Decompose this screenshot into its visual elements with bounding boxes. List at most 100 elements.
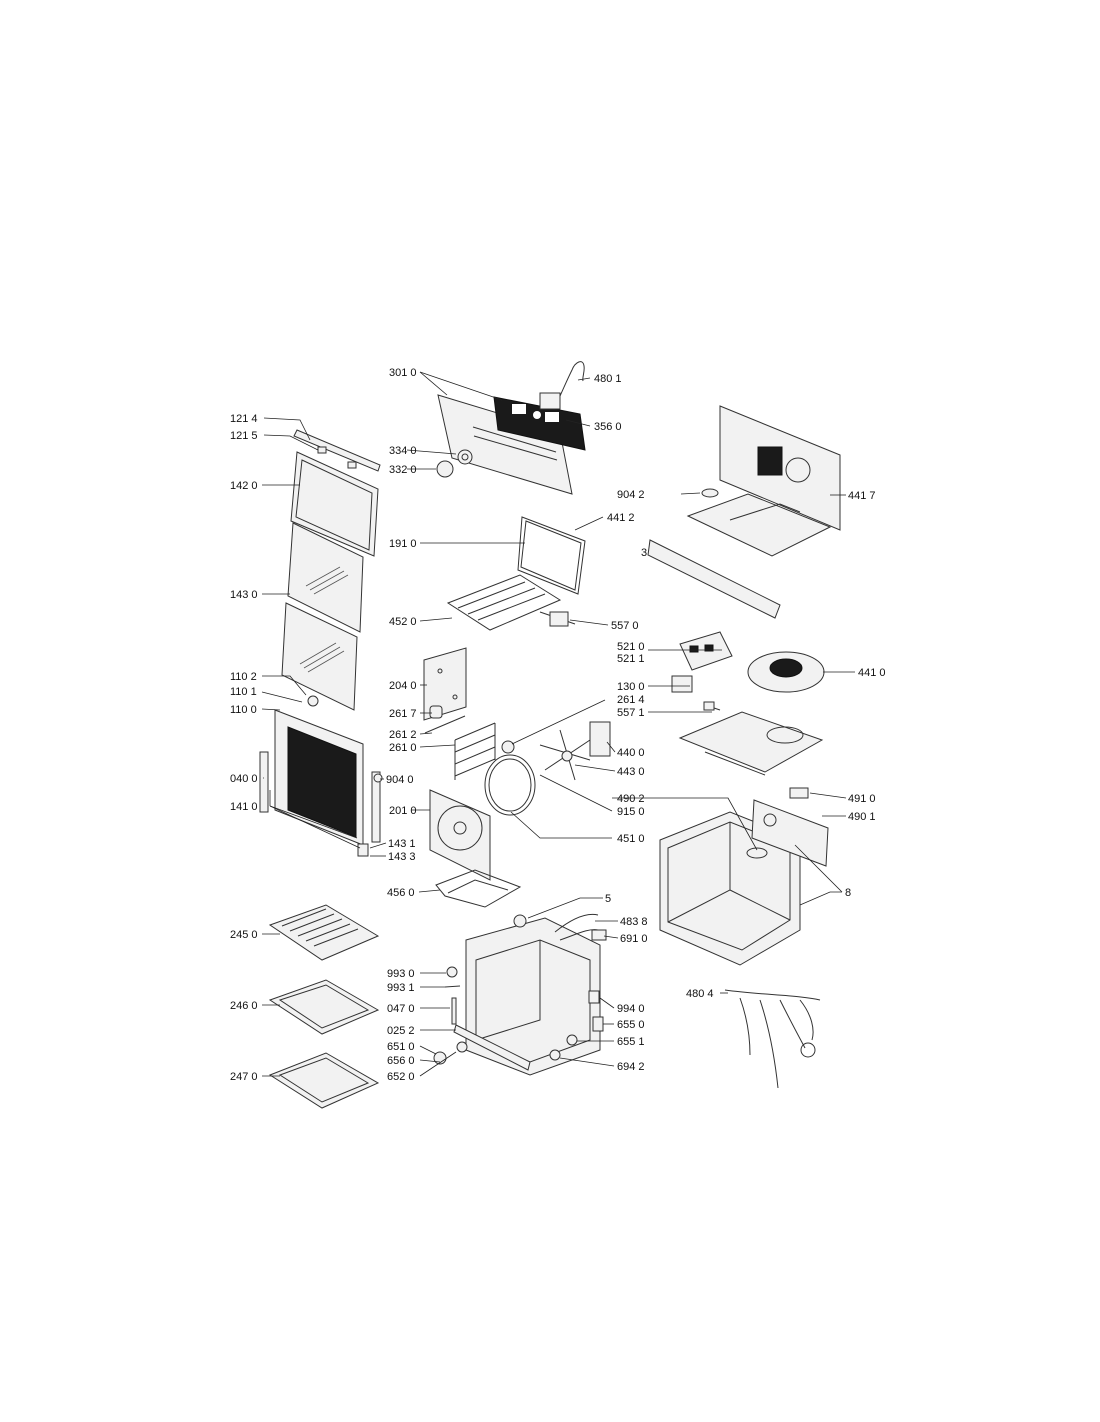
thermostat-part	[501, 740, 515, 754]
label-6910: 691 0	[620, 933, 648, 945]
label-2610: 261 0	[389, 742, 417, 754]
label-9940: 994 0	[617, 1003, 645, 1015]
leader-lines	[261, 371, 855, 1077]
label-3010: 301 0	[389, 367, 417, 379]
label-2460: 246 0	[230, 1000, 258, 1012]
label-4417: 441 7	[848, 490, 876, 502]
label-9930: 993 0	[387, 968, 415, 980]
label-1102: 110 2	[230, 671, 257, 683]
top-cover-part	[686, 405, 841, 557]
label-9150: 915 0	[617, 806, 645, 818]
label-1420: 142 0	[230, 480, 258, 492]
rear-panel-part	[423, 647, 467, 721]
label-4901: 490 1	[848, 811, 876, 823]
label-4430: 443 0	[617, 766, 645, 778]
screw-part-904	[373, 773, 383, 783]
label-4510: 451 0	[617, 833, 645, 845]
fan-cover-part	[429, 789, 491, 881]
control-unit-part	[679, 631, 733, 671]
label-2617: 261 7	[389, 708, 417, 720]
drip-pan-part	[268, 1052, 380, 1109]
probe-part-5	[513, 914, 527, 928]
label-4412: 441 2	[607, 512, 635, 524]
grommet-part	[701, 488, 719, 498]
terminal-block-part	[789, 787, 809, 799]
label-4410: 441 0	[858, 667, 886, 679]
wiring-harness-part	[724, 989, 821, 1089]
label-6560: 656 0	[387, 1055, 415, 1067]
label-3: 3	[641, 547, 647, 559]
switch-part-994	[588, 990, 600, 1004]
display-wire-part	[559, 361, 585, 397]
door-outer-glass-part	[290, 451, 379, 557]
door-top-profile-part	[293, 429, 381, 472]
knob-part-656	[456, 1041, 468, 1053]
support-bracket-part	[647, 539, 781, 619]
label-4838: 483 8	[620, 916, 648, 928]
label-6551: 655 1	[617, 1036, 645, 1048]
circular-element-part	[484, 754, 536, 816]
label-6520: 652 0	[387, 1071, 415, 1083]
label-0470: 047 0	[387, 1003, 415, 1015]
label-3560: 356 0	[594, 421, 622, 433]
knob-part-993	[446, 966, 458, 978]
label-1300: 130 0	[617, 681, 645, 693]
label-9931: 993 1	[387, 982, 415, 994]
baking-tray-part	[268, 979, 380, 1035]
fan-motor-part	[539, 721, 611, 781]
bottom-element-part	[435, 869, 522, 908]
label-6550: 655 0	[617, 1019, 645, 1031]
cooling-duct-part	[678, 711, 824, 776]
label-5211: 521 1	[617, 653, 645, 665]
label-2040: 204 0	[389, 680, 417, 692]
display-board-part	[493, 392, 586, 451]
relay-part-691	[591, 929, 607, 941]
strip-part-047	[451, 997, 457, 1025]
label-4801: 480 1	[594, 373, 622, 385]
label-1101: 110 1	[230, 686, 257, 698]
label-0400: 040 0	[230, 773, 258, 785]
label-0252: 025 2	[387, 1025, 415, 1037]
door-frame-part	[259, 709, 381, 857]
switch-part-655	[592, 1016, 604, 1032]
label-5210: 521 0	[617, 641, 645, 653]
label-9042: 904 2	[617, 489, 645, 501]
label-4560: 456 0	[387, 887, 415, 899]
pad-part-490	[746, 847, 768, 859]
label-1431: 143 1	[388, 838, 416, 850]
lamp-part	[429, 705, 443, 719]
label-1910: 191 0	[389, 538, 417, 550]
label-9040: 904 0	[386, 774, 414, 786]
part-labels: 301 0 480 1 356 0 121 4 121 5 334 0 332 …	[230, 367, 886, 1083]
back-panel-part	[751, 799, 829, 867]
label-1100: 110 0	[230, 704, 257, 716]
label-4910: 491 0	[848, 793, 876, 805]
door-inner-glass-part	[281, 522, 364, 711]
label-2612: 261 2	[389, 729, 417, 741]
label-4804: 480 4	[686, 988, 714, 1000]
cooling-fan-part	[747, 651, 825, 693]
label-6510: 651 0	[387, 1041, 415, 1053]
label-1410: 141 0	[230, 801, 258, 813]
label-1214: 121 4	[230, 413, 258, 425]
label-5571: 557 1	[617, 707, 645, 719]
label-2614: 261 4	[617, 694, 645, 706]
grill-rack-part	[268, 904, 380, 961]
label-5: 5	[605, 893, 611, 905]
label-3320: 332 0	[389, 464, 417, 476]
label-6942: 694 2	[617, 1061, 645, 1073]
knob-part-655	[566, 1034, 578, 1046]
cap-part	[307, 695, 319, 707]
label-1433: 143 3	[388, 851, 416, 863]
label-3340: 334 0	[389, 445, 417, 457]
shelf-runner-part	[424, 715, 496, 780]
door-seal-part	[517, 516, 586, 595]
label-4902: 490 2	[617, 793, 645, 805]
pin-part-993	[444, 985, 461, 988]
label-4520: 452 0	[389, 616, 417, 628]
grill-element-part	[446, 574, 576, 631]
label-4400: 440 0	[617, 747, 645, 759]
label-5570: 557 0	[611, 620, 639, 632]
label-1430: 143 0	[230, 589, 258, 601]
